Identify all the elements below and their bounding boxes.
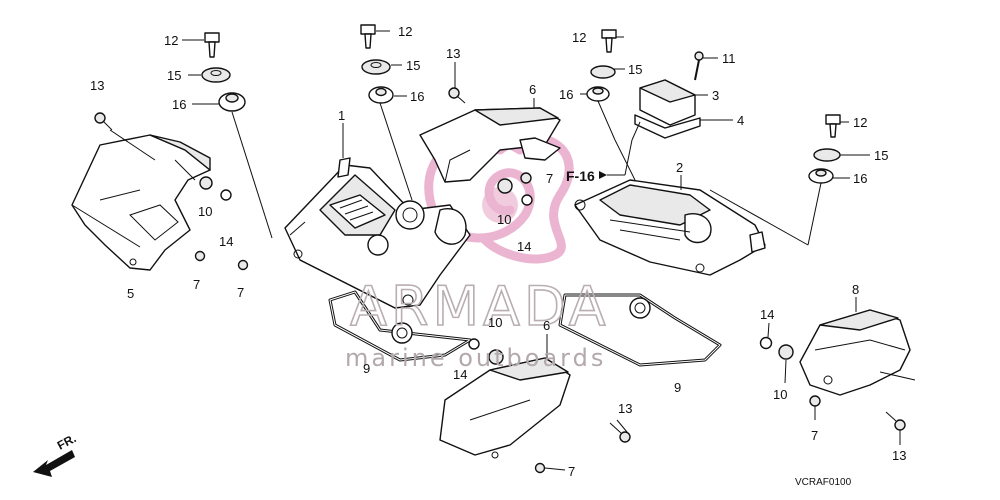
callout-6: 6 — [529, 82, 536, 97]
bolt-13-left — [94, 112, 113, 131]
clip-7-top — [520, 172, 532, 184]
leader-lines — [71, 30, 916, 471]
nut-10-left — [199, 176, 213, 190]
bolt-13-right — [885, 411, 906, 431]
callout-12: 12 — [398, 24, 412, 39]
nut-10-right — [778, 344, 794, 360]
callout-7: 7 — [568, 464, 575, 479]
callout-15: 15 — [628, 62, 642, 77]
callout-6: 6 — [543, 318, 550, 333]
front-label: FR. — [55, 431, 79, 452]
nut-10-bottom — [488, 349, 504, 365]
washer-15-mid — [361, 59, 391, 75]
front-direction-arrow — [33, 450, 75, 477]
callout-11: 11 — [722, 51, 736, 66]
fastener-12-mid — [360, 24, 376, 49]
callout-16: 16 — [559, 87, 573, 102]
callout-7: 7 — [811, 428, 818, 443]
gasket-9-left — [328, 290, 472, 362]
callout-15: 15 — [874, 148, 888, 163]
callout-16: 16 — [172, 97, 186, 112]
washer-14-right — [759, 336, 773, 350]
grommet-16-right-b — [808, 168, 834, 184]
grommet-16-right-a — [586, 86, 610, 102]
callout-9: 9 — [674, 380, 681, 395]
bracket-3 — [639, 79, 696, 126]
callout-15: 15 — [167, 68, 181, 83]
bolt-13-mid — [448, 87, 466, 104]
clip-7-left-a — [194, 250, 206, 262]
callout-10: 10 — [488, 315, 502, 330]
nut-10-mid — [497, 178, 513, 194]
callout-12: 12 — [164, 33, 178, 48]
callout-2: 2 — [676, 160, 683, 175]
head-cover-2 — [574, 179, 766, 276]
callout-14: 14 — [517, 239, 531, 254]
callout-7: 7 — [237, 285, 244, 300]
clip-7-left-b — [237, 259, 249, 271]
watermark-tagline: marine outboards — [345, 344, 606, 372]
callout-4: 4 — [737, 113, 744, 128]
callout-12: 12 — [853, 115, 867, 130]
bracket-4 — [634, 114, 701, 139]
washer-15-right-b — [813, 148, 841, 162]
callout-7: 7 — [193, 277, 200, 292]
callout-1: 1 — [338, 108, 345, 123]
callout-15: 15 — [406, 58, 420, 73]
washer-15-right-a — [590, 65, 616, 79]
callout-3: 3 — [712, 88, 719, 103]
callout-7: 7 — [546, 171, 553, 186]
cover-6-bottom — [439, 357, 571, 459]
bolt-13-bottom — [609, 422, 631, 443]
callout-10: 10 — [773, 387, 787, 402]
callout-labels: 12 15 16 13 10 14 7 7 5 12 15 16 13 1 6 … — [55, 24, 907, 488]
fastener-12-right-a — [601, 29, 617, 53]
washer-14-mid — [521, 194, 533, 206]
callout-9: 9 — [363, 361, 370, 376]
clip-7-right — [809, 395, 821, 407]
grommet-16-left — [218, 92, 246, 112]
cover-6-top — [419, 107, 561, 183]
callout-16: 16 — [410, 89, 424, 104]
callout-12: 12 — [572, 30, 586, 45]
diagram-code: VCRAF0100 — [795, 477, 852, 488]
callout-10: 10 — [497, 212, 511, 227]
cover-plate-5 — [71, 134, 211, 271]
fastener-12-right-b — [825, 114, 841, 138]
callout-16: 16 — [853, 171, 867, 186]
bolt-11 — [694, 51, 704, 81]
callout-8: 8 — [852, 282, 859, 297]
grommet-16-mid — [368, 86, 394, 104]
callout-13: 13 — [90, 78, 104, 93]
callout-13: 13 — [892, 448, 906, 463]
callout-14: 14 — [219, 234, 233, 249]
callout-13: 13 — [446, 46, 460, 61]
callout-10: 10 — [198, 204, 212, 219]
washer-14-left — [220, 189, 232, 201]
watermark-brand: ARMADA — [350, 275, 610, 338]
washer-15-left — [201, 67, 231, 83]
clip-7-bottom — [534, 462, 546, 474]
head-cover-1 — [284, 157, 471, 309]
gasket-9-right — [558, 293, 722, 367]
callout-14: 14 — [760, 307, 774, 322]
callout-13: 13 — [618, 401, 632, 416]
reference-f16-label: F-16 — [566, 168, 595, 184]
callout-14: 14 — [453, 367, 467, 382]
callout-5: 5 — [127, 286, 134, 301]
cover-8 — [799, 309, 911, 396]
washer-14-bottom — [468, 338, 480, 350]
fastener-12-left — [204, 32, 220, 58]
